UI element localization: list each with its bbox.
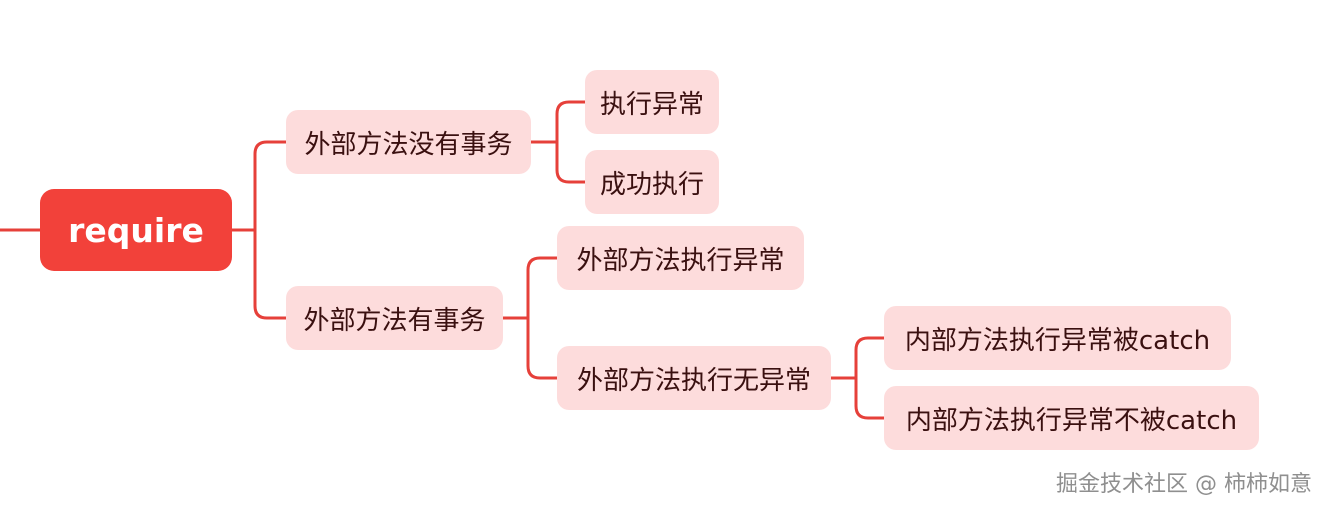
edge-root-to-tx [253, 228, 288, 320]
edge-tx-to-outer-no-exception [526, 316, 559, 380]
node-inner-exception-caught[interactable]: 内部方法执行异常被catch [884, 306, 1231, 370]
root-node[interactable]: require [40, 189, 232, 271]
edge-tx-to-outer-exception [501, 256, 559, 320]
node-inner-exception-not-caught[interactable]: 内部方法执行异常不被catch [884, 386, 1259, 450]
node-outer-no-transaction[interactable]: 外部方法没有事务 [286, 110, 531, 174]
edge-outer-no-exception-to-not-caught [854, 376, 886, 420]
node-outer-execution-exception[interactable]: 外部方法执行异常 [557, 226, 804, 290]
edge-root-to-no-tx [230, 140, 288, 232]
node-execution-success[interactable]: 成功执行 [585, 150, 719, 214]
watermark-text: 掘金技术社区 @ 柿柿如意 [1056, 472, 1312, 497]
edge-no-tx-to-success [555, 140, 587, 184]
edge-outer-no-exception-to-caught [829, 336, 886, 380]
node-outer-execution-no-exception[interactable]: 外部方法执行无异常 [557, 346, 831, 410]
node-outer-with-transaction[interactable]: 外部方法有事务 [286, 286, 503, 350]
node-execution-exception[interactable]: 执行异常 [585, 70, 719, 134]
edge-no-tx-to-exception [529, 100, 587, 144]
